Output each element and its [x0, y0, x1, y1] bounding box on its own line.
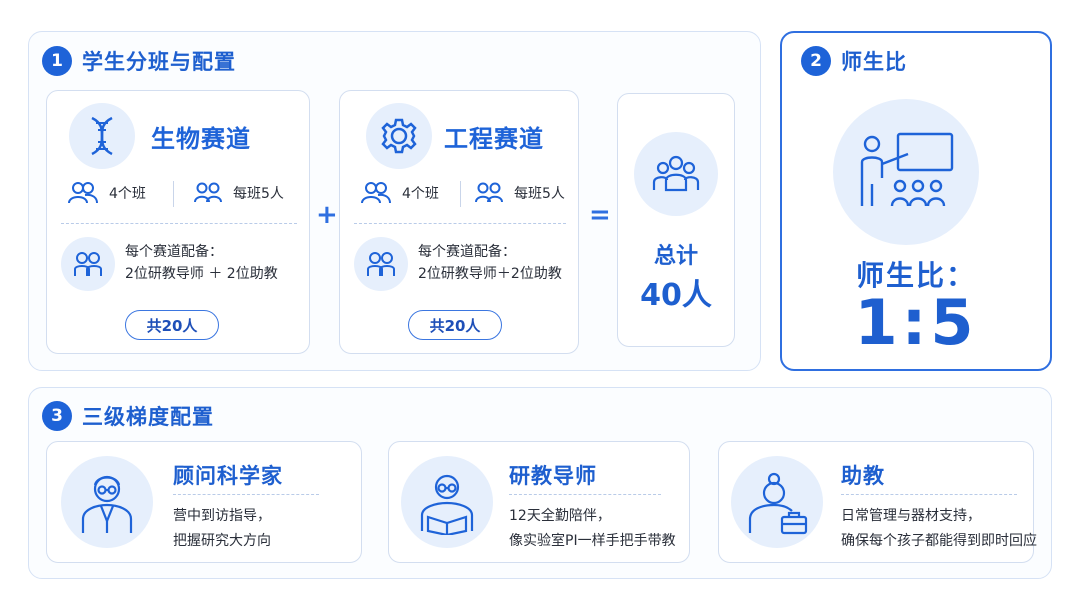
stat-divider: [173, 181, 174, 207]
divider: [509, 494, 661, 495]
scientist-icon: [61, 456, 153, 548]
level-title: 研教导师: [509, 464, 597, 488]
divider: [173, 494, 319, 495]
level-desc-line2: 像实验室PI一样手把手带教: [509, 533, 676, 549]
divider: [61, 223, 297, 224]
teacher-board-icon: [833, 99, 979, 245]
section1-header: 1 学生分班与配置: [42, 46, 236, 76]
section3-header: 3 三级梯度配置: [42, 401, 214, 431]
section1-number: 1: [42, 46, 72, 76]
ratio-label: 师生比：: [855, 259, 976, 292]
class-count-text: 4个班: [402, 186, 439, 202]
total-label: 总计: [653, 244, 698, 269]
staff-icon: [61, 237, 115, 291]
level-title: 顾问科学家: [173, 464, 283, 488]
per-class-text: 每班5人: [514, 186, 565, 202]
staff-line2: 2位研教导师 ＋ 2位助教: [125, 266, 278, 282]
section3-title: 三级梯度配置: [82, 405, 214, 429]
ratio-text-area: 师生比： 1:5: [780, 0, 1052, 608]
gear-icon: [366, 103, 432, 169]
staff-line1: 每个赛道配备：: [125, 244, 223, 260]
assistant-icon: [731, 456, 823, 548]
total-card: 总计 40人: [617, 93, 735, 347]
level-card-advisor-scientist: 顾问科学家 营中到访指导， 把握研究大方向: [46, 441, 362, 563]
stat-divider: [460, 181, 461, 207]
level-desc-line1: 12天全勤陪伴，: [509, 508, 611, 524]
track-card-biology: 生物赛道 4个班 每班5人 每个赛道配备： 2位研教导师 ＋ 2位助教 共20人: [46, 90, 310, 354]
class-count: 4个班: [360, 181, 439, 205]
plus-sign: +: [316, 200, 338, 230]
level-desc-line1: 营中到访指导，: [173, 508, 271, 524]
staff-line1: 每个赛道配备：: [418, 244, 516, 260]
group-icon: [360, 181, 392, 205]
per-class-count: 每班5人: [474, 181, 565, 205]
group-icon: [67, 181, 99, 205]
level-desc-line2: 把握研究大方向: [173, 533, 271, 549]
pair-icon: [474, 181, 504, 205]
section2-number: 2: [801, 46, 831, 76]
level-title: 助教: [841, 464, 885, 488]
per-class-count: 每班5人: [193, 181, 284, 205]
per-class-text: 每班5人: [233, 186, 284, 202]
section2-header: 2 师生比: [801, 46, 907, 76]
dna-icon: [69, 103, 135, 169]
pair-icon: [193, 181, 223, 205]
group-people-icon: [634, 132, 718, 216]
track-card-engineering: 工程赛道 4个班 每班5人 每个赛道配备： 2位研教导师＋2位助教 共20人: [339, 90, 579, 354]
class-count-text: 4个班: [109, 186, 146, 202]
mentor-reading-icon: [401, 456, 493, 548]
level-card-teaching-assistant: 助教 日常管理与器材支持， 确保每个孩子都能得到即时回应: [718, 441, 1037, 563]
staff-icon: [354, 237, 408, 291]
track-title: 生物赛道: [151, 125, 251, 153]
section1-title: 学生分班与配置: [82, 50, 236, 74]
divider: [354, 223, 566, 224]
equals-sign: =: [589, 200, 611, 230]
section3-number: 3: [42, 401, 72, 431]
level-desc-line1: 日常管理与器材支持，: [841, 508, 981, 524]
divider: [841, 494, 1017, 495]
ratio-value: 1:5: [854, 286, 978, 359]
track-total-badge: 共20人: [408, 310, 502, 340]
staff-line2: 2位研教导师＋2位助教: [418, 266, 562, 282]
track-total-badge: 共20人: [125, 310, 219, 340]
track-title: 工程赛道: [444, 125, 544, 153]
total-value: 40人: [640, 278, 712, 313]
level-card-research-mentor: 研教导师 12天全勤陪伴， 像实验室PI一样手把手带教: [388, 441, 690, 563]
section2-title: 师生比: [841, 50, 907, 74]
level-desc-line2: 确保每个孩子都能得到即时回应: [841, 533, 1037, 549]
class-count: 4个班: [67, 181, 146, 205]
